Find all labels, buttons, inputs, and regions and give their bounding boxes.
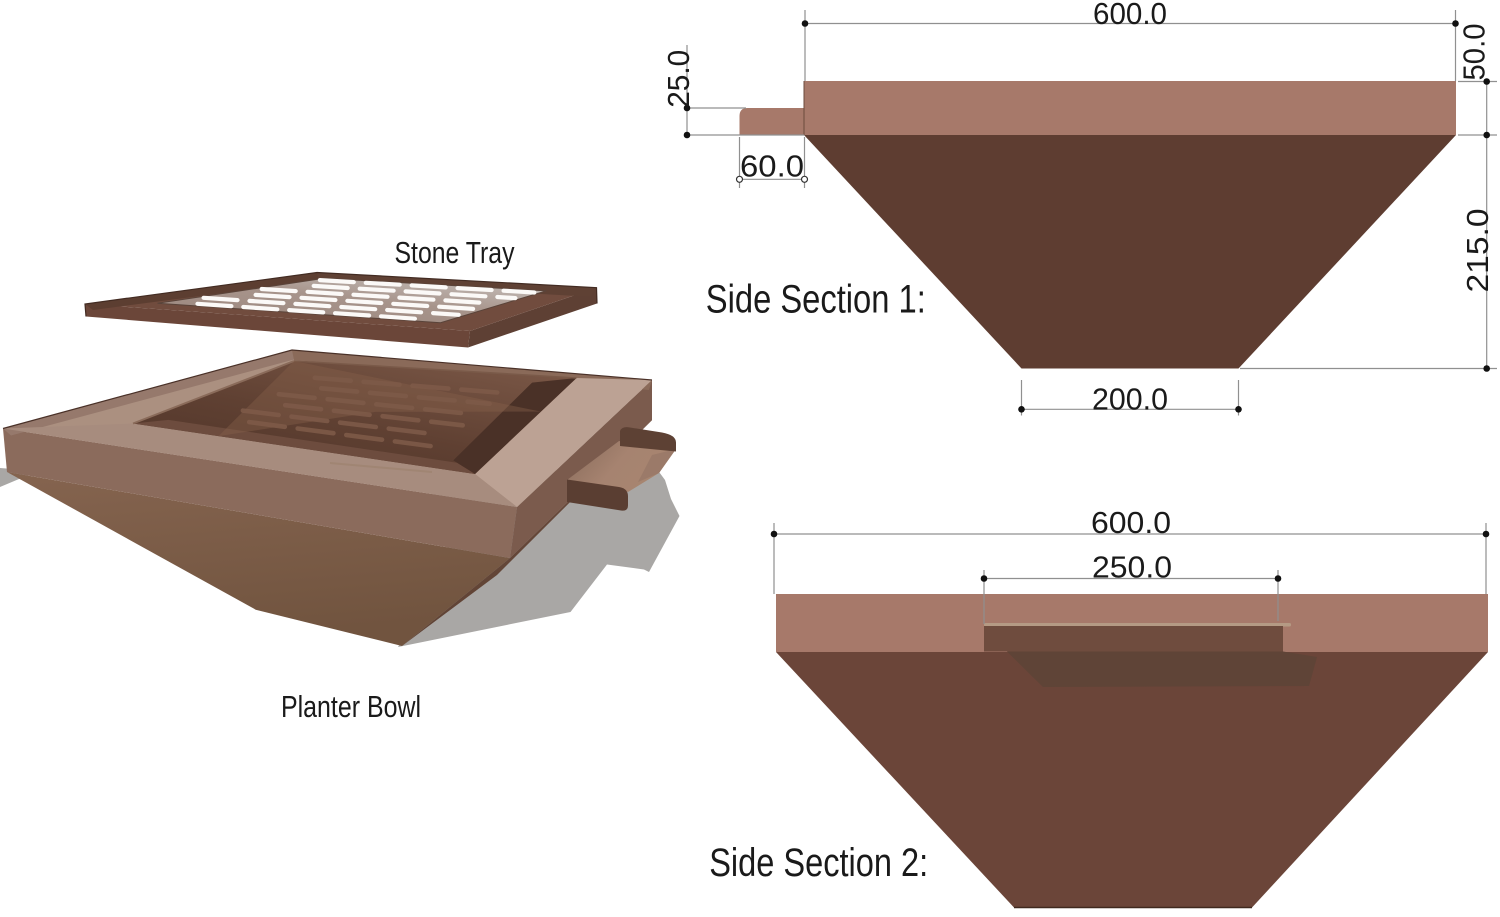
svg-text:50.0: 50.0 bbox=[1457, 24, 1492, 81]
svg-text:250.0: 250.0 bbox=[1092, 550, 1172, 585]
svg-text:Side Section 1:: Side Section 1: bbox=[706, 278, 926, 322]
svg-text:60.0: 60.0 bbox=[740, 149, 804, 184]
svg-text:Side Section 2:: Side Section 2: bbox=[709, 841, 928, 885]
svg-text:Stone Tray: Stone Tray bbox=[395, 235, 515, 270]
svg-text:200.0: 200.0 bbox=[1092, 382, 1168, 417]
svg-text:215.0: 215.0 bbox=[1460, 209, 1495, 293]
svg-text:600.0: 600.0 bbox=[1093, 0, 1167, 31]
svg-text:600.0: 600.0 bbox=[1091, 505, 1171, 540]
svg-text:25.0: 25.0 bbox=[661, 50, 696, 108]
svg-text:Planter Bowl: Planter Bowl bbox=[281, 689, 421, 724]
